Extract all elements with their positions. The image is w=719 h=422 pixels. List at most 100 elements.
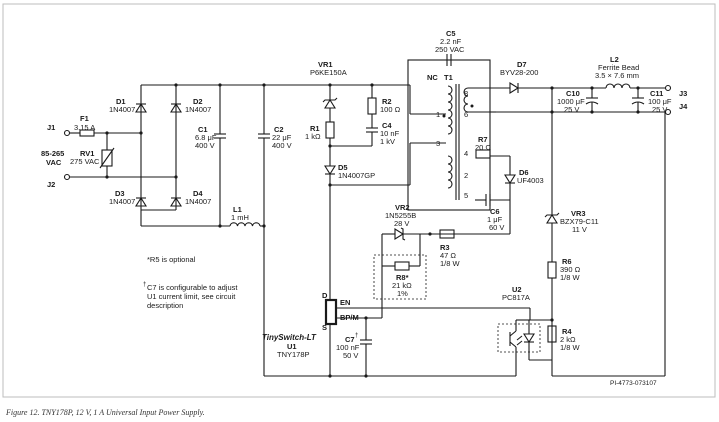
clamp-section: VR1 P6KE150A R1 1 kΩ R2 100 Ω C4 10 nF 1… [305, 60, 446, 300]
c10-rating: 25 V [564, 105, 579, 114]
d6-value: UF4003 [517, 176, 544, 185]
c2-label: C2 [274, 125, 284, 134]
diode-d3 [135, 196, 147, 207]
d4-value: 1N4007 [185, 197, 211, 206]
d1-label: D1 [116, 97, 126, 106]
resistor-r8 [394, 261, 410, 271]
vr3-label: VR3 [571, 209, 586, 218]
r3-rating: 1/8 W [440, 259, 461, 268]
c5-label: C5 [446, 29, 456, 38]
r8-rating: 1% [397, 289, 408, 298]
vr1-value: P6KE150A [310, 68, 347, 77]
resistor-r2 [367, 97, 377, 115]
d7-value: BYV28-200 [500, 68, 538, 77]
c1-rating: 400 V [195, 141, 215, 150]
r6-rating: 1/8 W [560, 273, 581, 282]
d5-value: 1N4007GP [338, 171, 375, 180]
vr3-rating: 11 V [572, 225, 587, 234]
resistor-r7 [475, 149, 491, 159]
feedback-section: VR3 BZX79-C11 11 V R6 390 Ω 1/8 W U2 PC8… [497, 209, 599, 376]
diode-d6 [504, 174, 516, 185]
pin-1: 1 [436, 110, 440, 119]
u2-value: PC817A [502, 293, 530, 302]
r8-label: R8* [396, 273, 409, 282]
vr2-label: VR2 [395, 203, 410, 212]
f1-value: 3.15 A [74, 123, 95, 132]
note-c7-line1: C7 is configurable to adjust [147, 283, 238, 292]
t1-label: T1 [444, 73, 453, 82]
r1-value: 1 kΩ [305, 132, 321, 141]
pin-6: 6 [464, 110, 468, 119]
primary-winding [447, 85, 453, 135]
c5-rating: 250 VAC [435, 45, 465, 54]
diode-d1 [135, 102, 147, 113]
j1-label: J1 [47, 123, 55, 132]
r7-label: R7 [478, 135, 488, 144]
resistor-r1 [325, 121, 335, 139]
pin-3: 3 [436, 139, 440, 148]
u1-pin-en: EN [340, 298, 350, 307]
r4-label: R4 [562, 327, 572, 336]
rv1-label: RV1 [80, 149, 94, 158]
l2-size: 3.5 × 7.6 mm [595, 71, 639, 80]
diode-d5 [324, 165, 336, 176]
u1-brand-label: TinySwitch-LT [262, 333, 317, 342]
optional-r8-box [373, 254, 427, 300]
r4-value: 2 kΩ [560, 335, 576, 344]
c7-dagger: † [355, 333, 358, 339]
rv1-value: 275 VAC [70, 157, 100, 166]
c4-value: 10 nF [380, 129, 400, 138]
j3-label: J3 [679, 89, 687, 98]
c6-label: C6 [490, 207, 500, 216]
d7-label: D7 [517, 60, 527, 69]
j2-terminal [63, 173, 71, 181]
c7-label: C7 [345, 335, 355, 344]
drawing-reference-code: PI-4773-073107 [610, 380, 657, 387]
r3-label: R3 [440, 243, 450, 252]
l2-label: L2 [610, 55, 619, 64]
ferrite-bead-l2 [605, 83, 631, 89]
r2-label: R2 [382, 97, 392, 106]
c11-label: C11 [650, 89, 663, 98]
zener-vr3 [546, 213, 558, 224]
u1-value: TNY178P [277, 350, 310, 359]
secondary-winding [463, 87, 469, 113]
u1-package [324, 298, 338, 326]
note-c7-dagger: † [143, 282, 146, 288]
optocoupler-u2 [497, 323, 541, 353]
l1-value: 1 mH [231, 213, 249, 222]
ac-input-range-label: 85-265 [41, 149, 64, 158]
d6-label: D6 [519, 168, 529, 177]
pin-4: 4 [464, 149, 468, 158]
bias-winding [447, 155, 453, 189]
r6-label: R6 [562, 257, 572, 266]
bias-section: R7 20 Ω D6 UF4003 C6 1 μF 60 V VR2 1N525… [373, 135, 544, 318]
c2-value: 22 μF [272, 133, 292, 142]
resistor-r4 [547, 325, 557, 343]
c5-value: 2.2 nF [440, 37, 462, 46]
vr1-label: VR1 [318, 60, 333, 69]
diode-d2 [170, 102, 182, 113]
pin-5: 5 [464, 191, 468, 200]
resistor-r6 [547, 261, 557, 279]
vr3-value: BZX79-C11 [560, 217, 599, 226]
j2-label: J2 [47, 180, 55, 189]
input-section: J1 J2 85-265 VAC F1 3.15 A RV1 275 VAC [41, 83, 330, 376]
j4-label: J4 [679, 102, 688, 111]
ac-input-unit-label: VAC [46, 158, 62, 167]
d2-value: 1N4007 [185, 105, 211, 114]
c11-rating: 25 V [652, 105, 667, 114]
f1-label: F1 [80, 114, 89, 123]
note-c7-line3: description [147, 301, 183, 310]
l1-label: L1 [233, 205, 242, 214]
r1-label: R1 [310, 124, 320, 133]
c1-label: C1 [198, 125, 208, 134]
d3-label: D3 [115, 189, 125, 198]
c10-value: 1000 μF [557, 97, 585, 106]
d5-label: D5 [338, 163, 348, 172]
c10-label: C10 [566, 89, 580, 98]
c11-value: 100 μF [648, 97, 672, 106]
note-r5-optional: *R5 is optional [147, 255, 196, 264]
figure-caption: Figure 12. TNY178P, 12 V, 1 A Universal … [5, 408, 205, 417]
j1-terminal [63, 129, 71, 137]
